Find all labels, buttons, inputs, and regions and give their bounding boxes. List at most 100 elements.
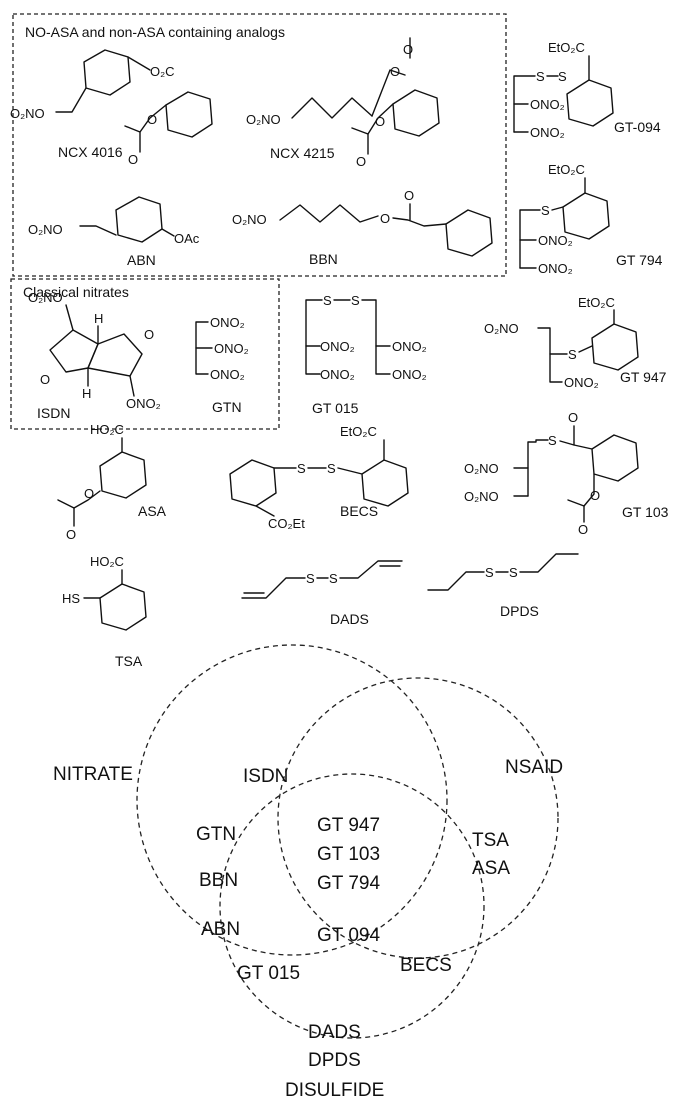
structure-gt794: EtO₂C S ONO₂ ONO₂ GT 794 [519, 162, 663, 276]
group-o2no: O₂NO [246, 112, 281, 127]
bond [567, 499, 585, 507]
bond [513, 439, 549, 469]
group-ono2: ONO₂ [126, 396, 161, 411]
group-ono2: ONO₂ [530, 97, 565, 112]
atom-o: O [403, 42, 413, 57]
venn-item: BBN [199, 870, 238, 891]
label-isdn: ISDN [37, 405, 70, 421]
atom-h: H [94, 311, 103, 326]
atom-s: S [329, 571, 338, 586]
bond [291, 97, 373, 119]
bond [241, 577, 306, 599]
bond [279, 204, 379, 223]
label-becs: BECS [340, 503, 378, 519]
bond [161, 228, 175, 237]
structure-bbn: O₂NO O O BBN [232, 188, 493, 267]
ring [392, 89, 440, 137]
group-ho2c: HO₂C [90, 554, 124, 569]
structure-gtn: ONO₂ ONO₂ ONO₂ GTN [195, 315, 249, 415]
venn-set-nsaid: NSAID [505, 757, 563, 778]
structure-abn: O₂NO OAc ABN [28, 196, 200, 268]
bond [537, 327, 563, 383]
ring [115, 196, 163, 243]
venn-item: GT 794 [317, 873, 380, 894]
bond [55, 87, 87, 113]
label-bbn: BBN [309, 251, 338, 267]
atom-o: O [390, 64, 400, 79]
ring [99, 583, 147, 631]
label-tsa: TSA [115, 653, 143, 669]
structure-gt015: S S ONO₂ ONO₂ ONO₂ ONO₂ GT 015 [305, 293, 427, 416]
group-ono2: ONO₂ [392, 339, 427, 354]
atom-s: S [541, 203, 550, 218]
group-ono2: ONO₂ [320, 367, 355, 382]
bond [578, 345, 593, 353]
bond [339, 560, 403, 579]
group-o2c: O₂C [150, 64, 175, 79]
label-gt094: GT-094 [614, 119, 661, 135]
atom-o: O [380, 211, 390, 226]
venn-item: ABN [201, 919, 240, 940]
bond [559, 440, 593, 450]
atom-o: O [404, 188, 414, 203]
group-o2no: O₂NO [464, 489, 499, 504]
venn-circle-nsaid [277, 677, 559, 959]
structure-ncx4215: O O O₂NO O O NCX 4215 [246, 37, 440, 169]
atom-s: S [306, 571, 315, 586]
ring [566, 79, 614, 127]
bond [513, 75, 536, 133]
group-ono2: ONO₂ [564, 375, 599, 390]
atom-s: S [327, 461, 336, 476]
venn-item: GT 103 [317, 844, 380, 865]
atom-o: O [568, 410, 578, 425]
structure-gt103: O₂NO O₂NO S O O O GT 103 [464, 410, 669, 537]
atom-o: O [40, 372, 50, 387]
label-gt947: GT 947 [620, 369, 667, 385]
group-o2no: O₂NO [464, 461, 499, 476]
group-o2no: O₂NO [484, 321, 519, 336]
bond [337, 467, 363, 475]
structure-gt094: EtO₂C S S ONO₂ ONO₂ GT-094 [513, 40, 661, 140]
atom-s: S [351, 293, 360, 308]
group-ono2: ONO₂ [214, 341, 249, 356]
bond [519, 553, 579, 573]
group-hs: HS [62, 591, 80, 606]
venn-item: ASA [472, 858, 510, 879]
atom-o: O [147, 112, 157, 127]
venn-item: BECS [400, 955, 452, 976]
atom-s: S [297, 461, 306, 476]
structure-ncx4016: O₂C O₂NO O O NCX 4016 [10, 49, 213, 167]
venn-diagram: NITRATE NSAID DISULFIDE ISDN GTN BBN ABN… [53, 644, 563, 1101]
group-eto2c: EtO₂C [548, 162, 585, 177]
bond [57, 499, 75, 509]
group-o2no: O₂NO [10, 106, 45, 121]
group-eto2c: EtO₂C [340, 424, 377, 439]
bond [519, 209, 541, 269]
structure-dads: S S DADS [241, 560, 403, 627]
ring [591, 323, 639, 371]
venn-circle-disulfide [219, 773, 485, 1039]
group-ono2: ONO₂ [210, 367, 245, 382]
group-o2no: O₂NO [28, 222, 63, 237]
atom-s: S [485, 565, 494, 580]
venn-circle-nitrate [136, 644, 448, 956]
structures-group: O₂C O₂NO O O NCX 4016 O O O₂NO O O NCX 4… [10, 37, 669, 669]
bond [351, 103, 394, 135]
atom-s: S [558, 69, 567, 84]
atom-o: O [144, 327, 154, 342]
group-ono2: ONO₂ [320, 339, 355, 354]
structure-becs: EtO₂C S S CO₂Et BECS [229, 424, 409, 531]
label-asa: ASA [138, 503, 167, 519]
bond [124, 104, 167, 133]
ring [165, 91, 213, 138]
atom-s: S [509, 565, 518, 580]
atom-s: S [536, 69, 545, 84]
group-ono2: ONO₂ [538, 233, 573, 248]
bond [371, 69, 406, 117]
atom-o: O [356, 154, 366, 169]
ring [229, 459, 277, 507]
bond [583, 473, 595, 507]
bond [427, 571, 485, 591]
label-dads: DADS [330, 611, 369, 627]
analogs-box [12, 13, 507, 277]
